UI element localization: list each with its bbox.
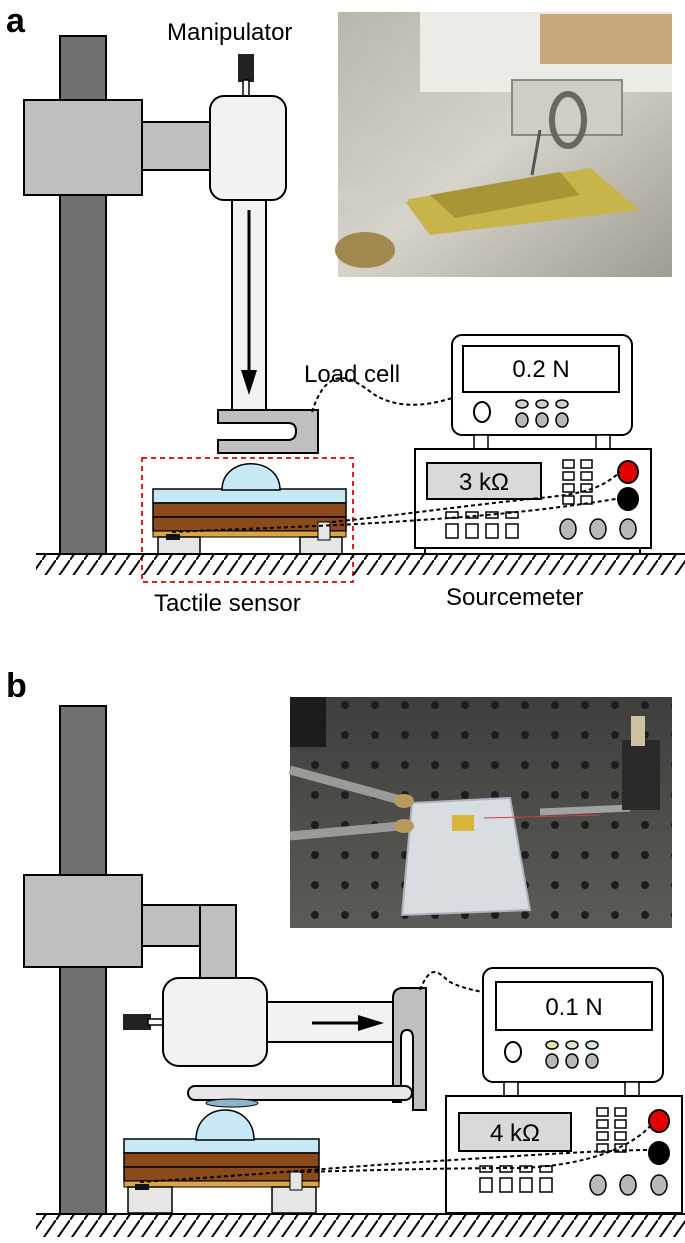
ground-hatch [36,1215,685,1237]
panel-a: a [6,2,685,617]
sourcemeter [414,448,652,554]
pillar-clamp [23,99,143,196]
sensor-cable-2 [299,1123,653,1173]
photo-b [288,697,672,928]
load-cell-label: Load cell [304,361,400,388]
sourcemeter-label: Sourcemeter [446,584,583,611]
load-cell [392,987,427,1111]
ground-hatch [36,555,685,575]
photo-a [335,12,672,277]
resistance-readout: 4 kΩ [490,1120,540,1147]
tactile-sensor [123,1109,320,1214]
sensor-cable-1 [139,1149,653,1183]
pressing-plate [187,1085,413,1101]
sourcemeter [445,1095,683,1214]
load-cell [217,409,319,454]
sensor-label: Tactile sensor [154,590,301,617]
pillar-clamp [23,874,143,968]
horizontal-arm [141,121,215,171]
tactile-sensor [152,463,347,555]
panel-b: b [6,667,685,1237]
rightward-arrow-icon [312,1015,384,1031]
sensor-cable-1 [171,497,623,533]
downward-arrow-icon [241,210,257,395]
load-cell-cable [311,377,453,413]
manipulator-body [162,977,268,1067]
panel-a-letter: a [6,2,26,40]
manipulator-body [209,95,287,201]
force-meter [451,334,633,450]
load-cell-cable [419,971,491,997]
manipulator-knob-icon [238,54,254,97]
sensor-cable-2 [331,471,621,523]
force-meter [482,967,664,1097]
manipulator-label: Manipulator [167,19,292,46]
horizontal-arm [141,904,237,979]
resistance-readout: 3 kΩ [459,469,509,496]
force-readout: 0.2 N [512,356,569,383]
panel-b-letter: b [6,667,27,705]
manipulator-knob-icon [123,1014,165,1030]
force-readout: 0.1 N [545,994,602,1021]
